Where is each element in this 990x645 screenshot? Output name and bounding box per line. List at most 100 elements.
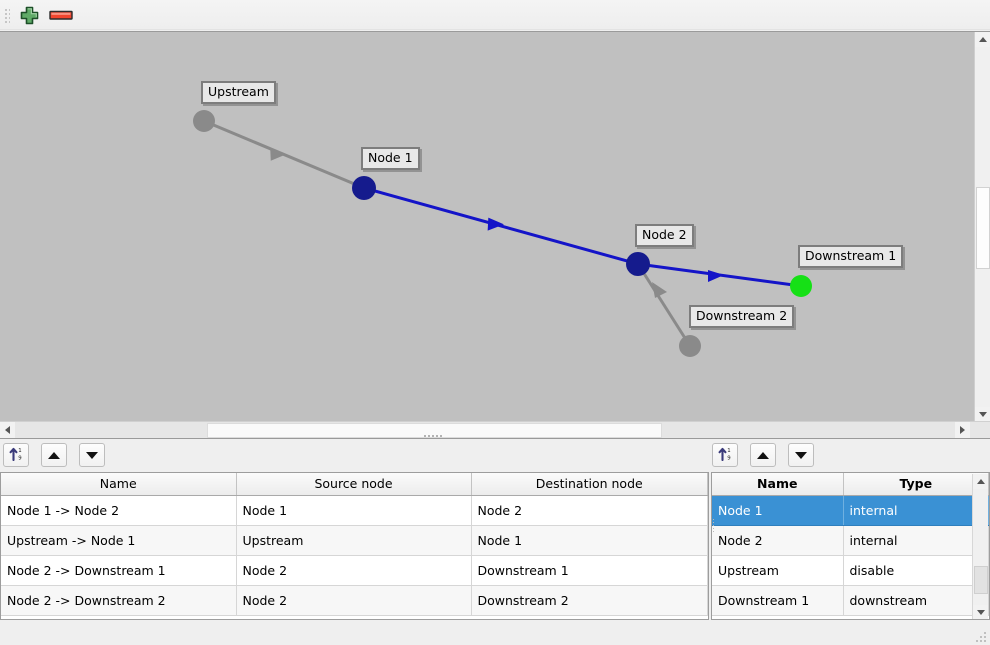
svg-text:1: 1 <box>18 448 21 454</box>
nodes-table-vertical-scrollbar[interactable] <box>972 474 988 619</box>
cell-source-node[interactable]: Upstream <box>236 525 472 556</box>
cell-type[interactable]: internal <box>843 495 989 526</box>
triangle-right-icon <box>960 426 965 434</box>
grip-dot-row <box>5 17 10 21</box>
graph-panel: Upstream Node 1 Node 2 Downstream 1 Down… <box>0 31 990 439</box>
graph-node-label-downstream1[interactable]: Downstream 1 <box>798 245 904 268</box>
cell-source-node[interactable]: Node 2 <box>236 555 472 586</box>
svg-text:9: 9 <box>727 455 731 461</box>
delete-button[interactable] <box>48 6 74 26</box>
table-row[interactable]: Node 1 -> Node 2 Node 1 Node 2 <box>1 495 708 526</box>
left-move-up-button[interactable] <box>40 443 67 467</box>
row-drag-handle[interactable] <box>713 519 716 533</box>
cell-name[interactable]: Upstream <box>712 555 844 586</box>
cell-type[interactable]: downstream <box>843 585 989 616</box>
triangle-down-icon <box>978 412 987 417</box>
graph-node-label-downstream2[interactable]: Downstream 2 <box>689 305 795 328</box>
triangle-up-icon <box>47 451 60 459</box>
table-row[interactable]: Downstream 1 downstream <box>712 585 989 616</box>
triangle-down-icon <box>85 451 98 459</box>
left-move-down-button[interactable] <box>78 443 105 467</box>
scroll-right-button[interactable] <box>955 422 970 438</box>
cell-type[interactable]: internal <box>843 525 989 556</box>
nodes-table-scroll-thumb[interactable] <box>974 566 988 594</box>
table-row[interactable]: Node 2 -> Downstream 2 Node 2 Downstream… <box>1 585 708 616</box>
graph-vertical-scroll-thumb[interactable] <box>976 187 990 269</box>
splitter-grip[interactable] <box>424 435 442 437</box>
table-row[interactable]: Upstream disable <box>712 555 989 586</box>
graph-horizontal-scrollbar[interactable] <box>0 421 990 438</box>
edge-node1-node2 <box>363 186 639 266</box>
cell-name[interactable]: Node 1 <box>712 495 844 526</box>
cell-source-node[interactable]: Node 2 <box>236 585 472 616</box>
cell-destination-node[interactable]: Node 2 <box>471 495 708 526</box>
nodes-table: Name Type Node 1 internal Node 2 interna… <box>712 473 989 616</box>
graph-node-label-node2[interactable]: Node 2 <box>635 224 694 247</box>
column-header-source-node[interactable]: Source node <box>236 473 472 496</box>
scroll-up-button[interactable] <box>973 474 988 489</box>
graph-node-node2 <box>626 252 650 276</box>
cell-destination-node[interactable]: Downstream 1 <box>471 555 708 586</box>
connections-table-panel: Name Source node Destination node Node 1… <box>0 472 709 620</box>
graph-node-upstream <box>193 110 215 132</box>
status-bar <box>0 621 990 645</box>
svg-text:1: 1 <box>727 448 730 454</box>
cell-name[interactable]: Node 1 -> Node 2 <box>1 495 237 526</box>
scroll-left-button[interactable] <box>0 422 15 438</box>
grip-dot-row <box>5 9 10 13</box>
right-move-up-button[interactable] <box>749 443 776 467</box>
cell-destination-node[interactable]: Downstream 2 <box>471 585 708 616</box>
column-header-type[interactable]: Type <box>843 473 989 496</box>
scroll-down-button[interactable] <box>973 605 988 619</box>
table-row[interactable]: Node 2 -> Downstream 1 Node 2 Downstream… <box>1 555 708 586</box>
connections-table: Name Source node Destination node Node 1… <box>1 473 708 616</box>
triangle-left-icon <box>5 426 10 434</box>
cell-name[interactable]: Node 2 -> Downstream 1 <box>1 555 237 586</box>
graph-edges <box>203 119 802 347</box>
column-header-destination-node[interactable]: Destination node <box>471 473 708 496</box>
add-button[interactable] <box>16 6 42 26</box>
table-row[interactable]: Node 2 internal <box>712 525 989 556</box>
edge-arrow-upstream-node1 <box>270 147 286 161</box>
column-header-name[interactable]: Name <box>1 473 237 496</box>
triangle-down-icon <box>976 610 985 615</box>
triangle-up-icon <box>978 37 987 42</box>
edge-arrow-node2-downstream1 <box>708 270 724 282</box>
scroll-down-button[interactable] <box>975 407 990 422</box>
column-header-name[interactable]: Name <box>712 473 844 496</box>
graph-horizontal-scroll-thumb[interactable] <box>207 423 662 438</box>
triangle-up-icon <box>976 479 985 484</box>
table-row[interactable]: Upstream -> Node 1 Upstream Node 1 <box>1 525 708 556</box>
graph-svg <box>193 110 812 357</box>
toolbar-drag-handle[interactable] <box>5 9 10 25</box>
table-row[interactable]: Node 1 internal <box>712 495 989 526</box>
cell-name[interactable]: Node 2 -> Downstream 2 <box>1 585 237 616</box>
table-header-row: Name Source node Destination node <box>1 473 708 496</box>
window-resize-grip[interactable] <box>976 632 987 643</box>
graph-node-label-node1[interactable]: Node 1 <box>361 147 420 170</box>
left-table-button-row: 1 9 <box>3 443 113 467</box>
right-sort-button[interactable]: 1 9 <box>712 443 738 467</box>
cell-name[interactable]: Node 2 <box>712 525 844 556</box>
table-header-row: Name Type <box>712 473 989 496</box>
graph-node-label-upstream[interactable]: Upstream <box>201 81 276 104</box>
cell-name[interactable]: Downstream 1 <box>712 585 844 616</box>
cell-destination-node[interactable]: Node 1 <box>471 525 708 556</box>
edge-arrow-node2-downstream2 <box>652 282 667 298</box>
edge-arrow-node1-node2 <box>487 217 504 231</box>
graph-vertical-scrollbar[interactable] <box>974 32 990 422</box>
grip-dot-row <box>5 21 10 25</box>
scroll-up-button[interactable] <box>975 32 990 47</box>
red-minus-icon <box>48 10 74 25</box>
right-move-down-button[interactable] <box>787 443 814 467</box>
graph-node-downstream1 <box>790 275 812 297</box>
cell-source-node[interactable]: Node 1 <box>236 495 472 526</box>
triangle-down-icon <box>794 451 807 459</box>
nodes-table-body: Node 1 internal Node 2 internal Upstream… <box>712 495 989 616</box>
connections-table-body: Node 1 -> Node 2 Node 1 Node 2 Upstream … <box>1 495 708 616</box>
cell-type[interactable]: disable <box>843 555 989 586</box>
cell-name[interactable]: Upstream -> Node 1 <box>1 525 237 556</box>
left-sort-button[interactable]: 1 9 <box>3 443 29 467</box>
graph-canvas[interactable]: Upstream Node 1 Node 2 Downstream 1 Down… <box>0 32 974 422</box>
grip-dot-row <box>5 13 10 17</box>
